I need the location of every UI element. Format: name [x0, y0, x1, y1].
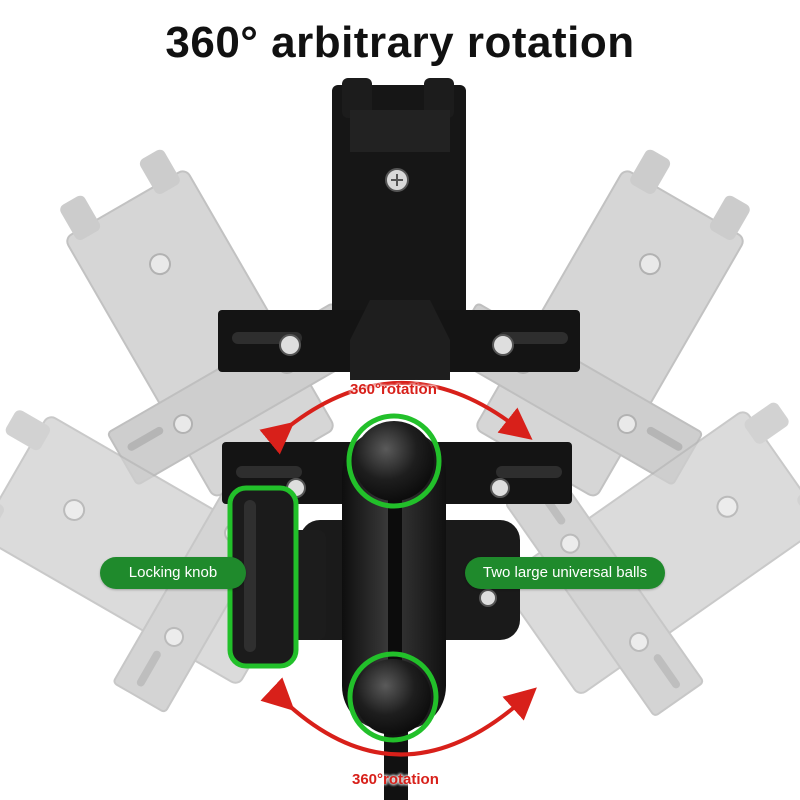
- page-title: 360° arbitrary rotation: [165, 18, 635, 67]
- main-holder: [218, 78, 580, 800]
- rotation-label-top: 360°rotation: [350, 381, 437, 398]
- rotation-arrow-bottom: [260, 677, 537, 757]
- locking-knob: [227, 485, 326, 669]
- ball-joint-upper: [346, 413, 442, 509]
- rotation-label-bottom: 360°rotation: [352, 771, 439, 788]
- universal-balls-label: Two large universal balls: [465, 557, 665, 589]
- locking-knob-label: Locking knob: [100, 557, 246, 589]
- rotation-arrow-top: [259, 381, 533, 455]
- ball-joint-lower: [347, 651, 439, 743]
